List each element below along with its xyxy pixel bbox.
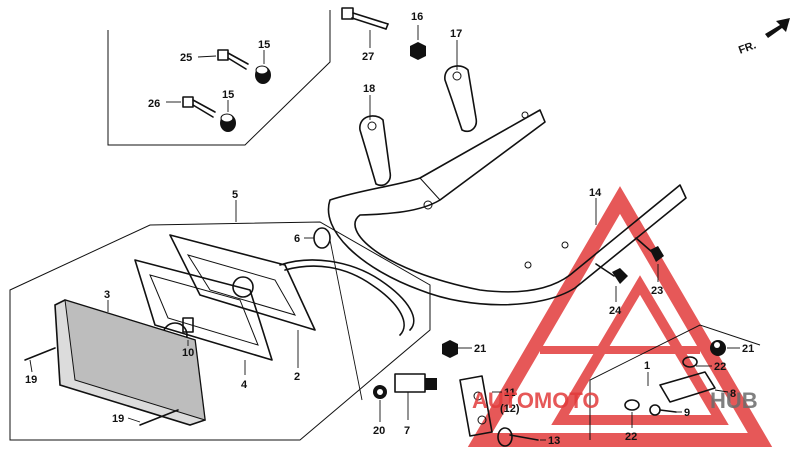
bolt-9 bbox=[649, 404, 677, 416]
callout-4: 4 bbox=[241, 379, 248, 391]
lens-3 bbox=[54, 299, 206, 426]
callout-15-upper: 15 bbox=[258, 39, 270, 51]
callout-11: 11 bbox=[504, 387, 516, 399]
wire-harness bbox=[279, 259, 415, 331]
bolt-26 bbox=[182, 96, 216, 118]
callout-17: 17 bbox=[450, 28, 462, 40]
nut-21-left bbox=[442, 340, 458, 358]
bolt-24 bbox=[595, 263, 628, 284]
callout-20: 20 bbox=[373, 425, 385, 437]
watermark-triangle-outer bbox=[467, 186, 773, 447]
collar-22-a bbox=[682, 356, 698, 368]
reflector-group-outline bbox=[589, 324, 761, 440]
callout-21-right: 21 bbox=[742, 343, 754, 355]
gasket-4 bbox=[134, 259, 273, 361]
callout-26: 26 bbox=[148, 98, 160, 110]
callout-1: 1 bbox=[644, 360, 650, 372]
callout-25: 25 bbox=[180, 52, 192, 64]
bolt-13 bbox=[497, 427, 539, 447]
callout-22-lower: 22 bbox=[625, 431, 637, 443]
nut-20 bbox=[373, 385, 387, 399]
callout-3: 3 bbox=[104, 289, 110, 301]
callout-7: 7 bbox=[404, 425, 410, 437]
bolt-23 bbox=[635, 237, 664, 262]
bolt-25 bbox=[217, 49, 249, 70]
callout-8: 8 bbox=[730, 388, 736, 400]
lamp-assembly-outline bbox=[9, 221, 431, 441]
callout-5: 5 bbox=[232, 189, 238, 201]
nut-21-right bbox=[710, 340, 726, 356]
clamp-17 bbox=[444, 65, 478, 133]
collar-15-upper bbox=[255, 65, 271, 84]
callout-14: 14 bbox=[589, 187, 602, 199]
housing-2 bbox=[169, 234, 316, 331]
frame-bracket-14 bbox=[327, 109, 687, 306]
callout-16: 16 bbox=[411, 11, 423, 23]
collar-15-lower bbox=[220, 113, 236, 132]
clamp-18 bbox=[359, 115, 392, 187]
socket-7 bbox=[394, 373, 437, 393]
callout-15-lower: 15 bbox=[222, 89, 234, 101]
screw-19-b bbox=[139, 409, 179, 426]
bolt-27 bbox=[341, 7, 389, 30]
watermark-brand-part2: HUB bbox=[710, 388, 758, 413]
screw-19-a bbox=[24, 347, 56, 361]
nut-16 bbox=[410, 42, 426, 60]
callout-6: 6 bbox=[294, 233, 300, 245]
watermark-brand-part1: AUTOMOTO bbox=[472, 388, 600, 413]
watermark-text: AUTOMOTO HUB bbox=[472, 388, 758, 413]
bolt-group-outline bbox=[107, 10, 331, 146]
callout-9: 9 bbox=[684, 407, 690, 419]
collar-22-b bbox=[624, 399, 640, 411]
callout-10: 10 bbox=[182, 347, 194, 359]
watermark-logo bbox=[467, 186, 773, 447]
callout-2: 2 bbox=[294, 371, 300, 383]
bracket-8 bbox=[659, 371, 716, 403]
wire-harness-2 bbox=[284, 265, 405, 336]
callout-24: 24 bbox=[609, 305, 622, 317]
orientation-label: FR. bbox=[737, 39, 758, 56]
callout-13: 13 bbox=[548, 435, 560, 447]
callout-19-a: 19 bbox=[25, 374, 37, 386]
callout-12: (12) bbox=[500, 403, 520, 415]
callout-27: 27 bbox=[362, 51, 374, 63]
callout-23: 23 bbox=[651, 285, 663, 297]
callout-18: 18 bbox=[363, 83, 375, 95]
clip-6 bbox=[313, 227, 331, 249]
callout-22-upper: 22 bbox=[714, 361, 726, 373]
plate-11 bbox=[459, 375, 493, 437]
callout-19-b: 19 bbox=[112, 413, 124, 425]
front-arrow-icon bbox=[765, 18, 790, 38]
callout-21-left: 21 bbox=[474, 343, 486, 355]
leader-lines bbox=[29, 25, 740, 441]
